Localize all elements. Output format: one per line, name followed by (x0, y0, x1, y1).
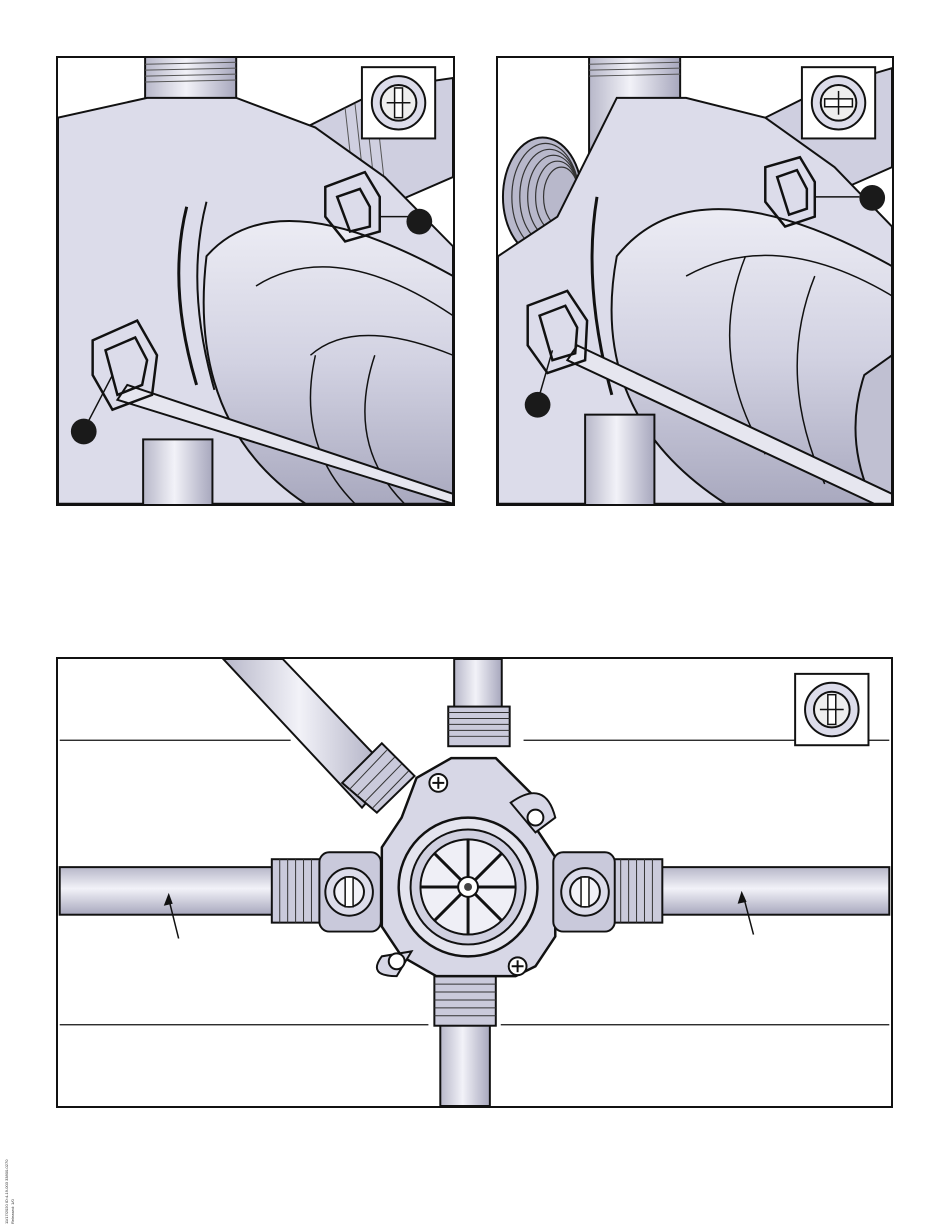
callout-marker-upper (859, 185, 885, 211)
stop-right (561, 868, 609, 916)
screw-icon (429, 774, 447, 792)
margin-note: 11/17/2020 ID:4-19-003 33800-0270 Releas… (2, 1140, 18, 1224)
callout-marker-lower (525, 392, 551, 418)
screw-icon (509, 957, 527, 975)
figure-panel-a (56, 56, 455, 506)
callout-marker-lower (71, 419, 97, 445)
valve-front-view (58, 659, 891, 1106)
thread-top (448, 707, 509, 747)
valve-stop-icon (795, 674, 868, 745)
stop-left (325, 868, 373, 916)
thread-left (272, 859, 322, 922)
figure-panel-c (56, 657, 893, 1108)
margin-note-line1: 11/17/2020 ID:4-19-003 33800-0270 (4, 1160, 9, 1224)
figure-panel-b (496, 56, 894, 506)
thread-bottom (434, 976, 495, 1026)
margin-note-line2: Released: 1/0 (10, 1199, 15, 1224)
valve-illustration-a (58, 58, 453, 504)
valve-illustration-b (498, 58, 892, 504)
callout-marker-upper (406, 209, 432, 235)
thread-right (613, 859, 663, 922)
valve-stop-icon (802, 67, 875, 138)
valve-stop-icon (362, 67, 435, 138)
